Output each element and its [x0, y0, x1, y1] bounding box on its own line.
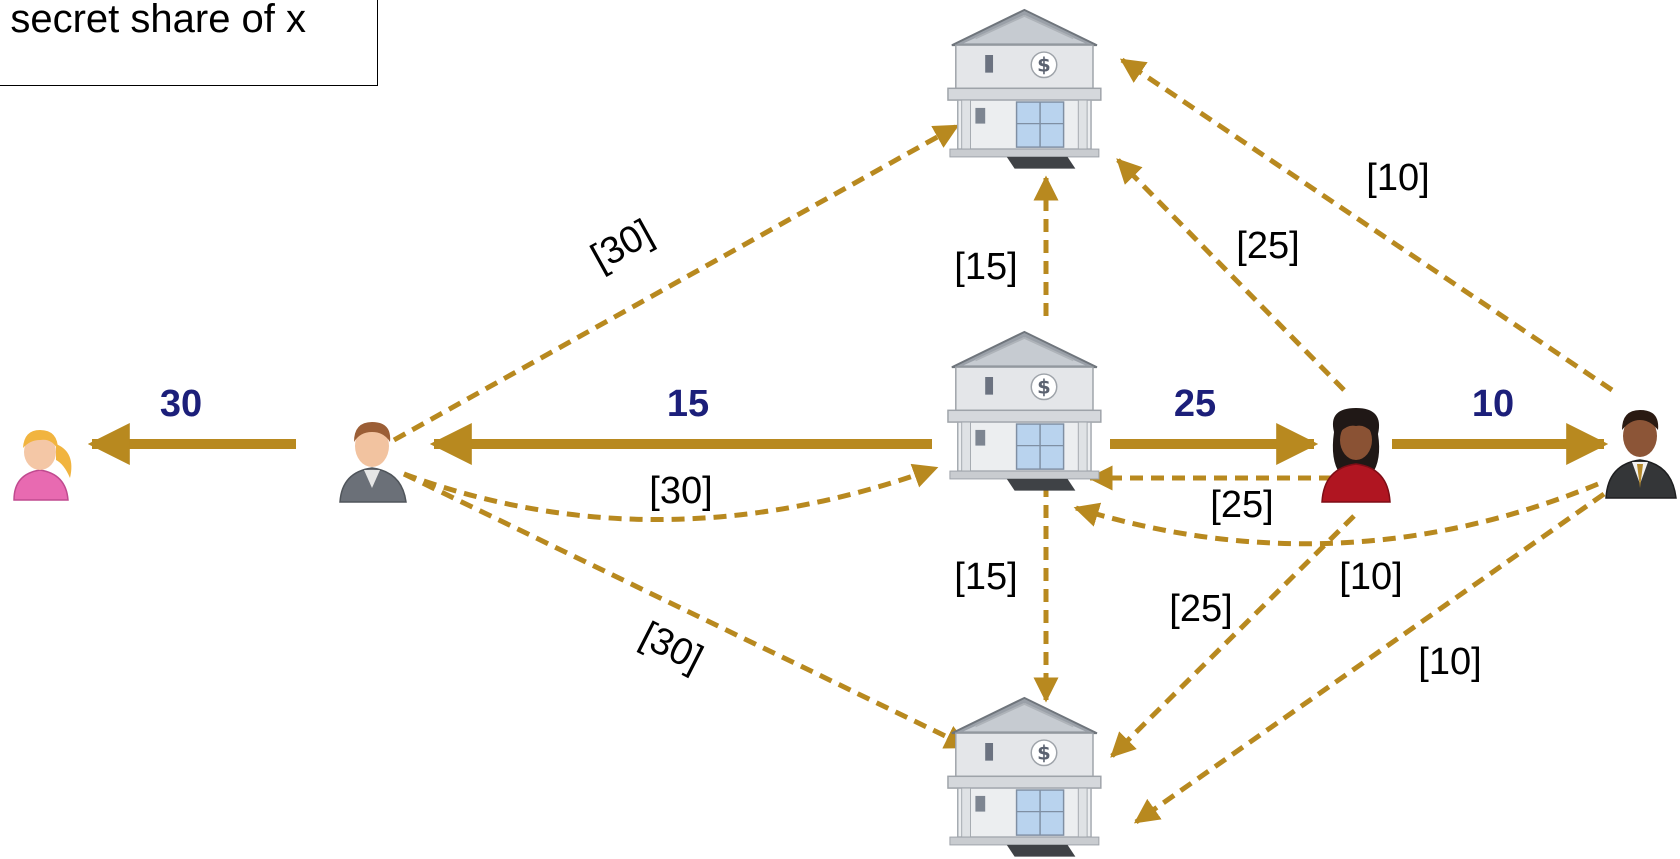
amount-label-10: 10 — [1472, 383, 1514, 425]
share-label-man-top: [30] — [584, 212, 660, 279]
share-label-man-bottom: [30] — [634, 614, 710, 680]
share-arrow-man-to-bank-top — [392, 123, 960, 443]
share-arrow-woman-to-bank-bottom — [1110, 514, 1356, 758]
amount-label-15: 15 — [667, 383, 709, 425]
share-arrows — [392, 57, 1614, 825]
share-arrow-mandark-to-bank-bottom — [1133, 491, 1606, 825]
share-label-man-center: [30] — [649, 470, 712, 512]
share-label-mandark-center: [10] — [1339, 556, 1402, 598]
share-arrow-woman-to-bank-top — [1116, 158, 1346, 392]
amount-label-30: 30 — [160, 383, 202, 425]
legend-box: [x] secret share of x — [0, 0, 378, 86]
share-label-center-bottom: [15] — [954, 556, 1017, 598]
legend-text: [x] secret share of x — [0, 0, 307, 41]
share-arrow-mandark-to-bank-top — [1119, 57, 1614, 393]
share-label-mandark-bottom: [10] — [1418, 641, 1481, 683]
amount-label-25: 25 — [1174, 383, 1216, 425]
share-arrow-man-to-bank-bottom — [402, 471, 971, 750]
share-label-woman-top: [25] — [1236, 225, 1299, 267]
woman-avatar-icon — [1321, 408, 1391, 503]
bank-center-icon — [946, 330, 1102, 492]
share-label-mandark-top: [10] — [1366, 157, 1429, 199]
share-arrow-man-to-bank-center — [403, 463, 939, 522]
bank-top-icon — [946, 8, 1102, 170]
share-label-center-top: [15] — [954, 246, 1017, 288]
share-label-woman-center: [25] — [1210, 484, 1273, 526]
girl-avatar-icon — [13, 430, 72, 501]
businessman-avatar-icon — [1605, 410, 1677, 499]
share-label-woman-bottom: [25] — [1169, 588, 1232, 630]
bank-bottom-icon — [946, 696, 1102, 858]
man-avatar-icon — [339, 422, 407, 503]
